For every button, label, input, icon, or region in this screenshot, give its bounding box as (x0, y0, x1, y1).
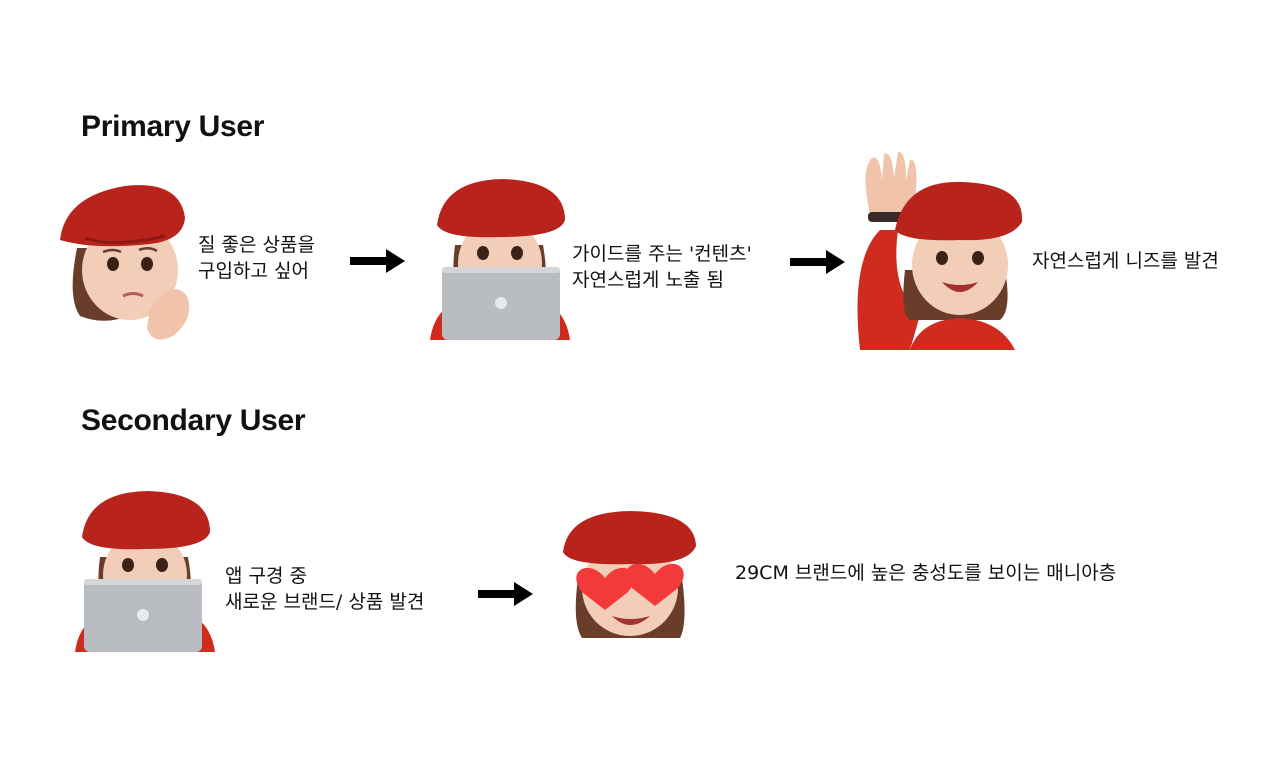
primary-step1-line2: 구입하고 싶어 (198, 260, 309, 282)
arrow-right-icon (478, 582, 533, 606)
arrow-right-icon (350, 249, 405, 273)
primary-step2-caption: 가이드를 주는 '컨텐츠' 자연스럽게 노출 됨 (572, 241, 752, 293)
laptop-memoji-icon (430, 179, 570, 340)
secondary-user-heading: Secondary User (81, 404, 306, 437)
waving-memoji-icon (857, 151, 1023, 350)
secondary-step1-line2: 새로운 브랜드/ 상품 발견 (225, 591, 425, 613)
primary-step3-caption: 자연스럽게 니즈를 발견 (1032, 248, 1219, 274)
primary-step2-line2: 자연스럽게 노출 됨 (572, 269, 724, 291)
arrow-right-icon (790, 250, 845, 274)
primary-step3-line1: 자연스럽게 니즈를 발견 (1032, 250, 1219, 272)
secondary-step1-line1: 앱 구경 중 (225, 565, 307, 587)
secondary-step2-line1: 29CM 브랜드에 높은 충성도를 보이는 매니아층 (735, 562, 1117, 584)
thinking-memoji-icon (60, 185, 190, 340)
heart-eyes-memoji-icon (563, 511, 696, 638)
primary-step1-line1: 질 좋은 상품을 (198, 234, 315, 256)
primary-user-heading: Primary User (81, 110, 265, 143)
primary-step2-line1: 가이드를 주는 '컨텐츠' (572, 243, 752, 265)
secondary-step1-caption: 앱 구경 중 새로운 브랜드/ 상품 발견 (225, 563, 424, 615)
laptop-memoji-icon (75, 491, 215, 652)
primary-step1-caption: 질 좋은 상품을 구입하고 싶어 (198, 232, 315, 284)
secondary-step2-caption: 29CM 브랜드에 높은 충성도를 보이는 매니아층 (735, 560, 1116, 586)
